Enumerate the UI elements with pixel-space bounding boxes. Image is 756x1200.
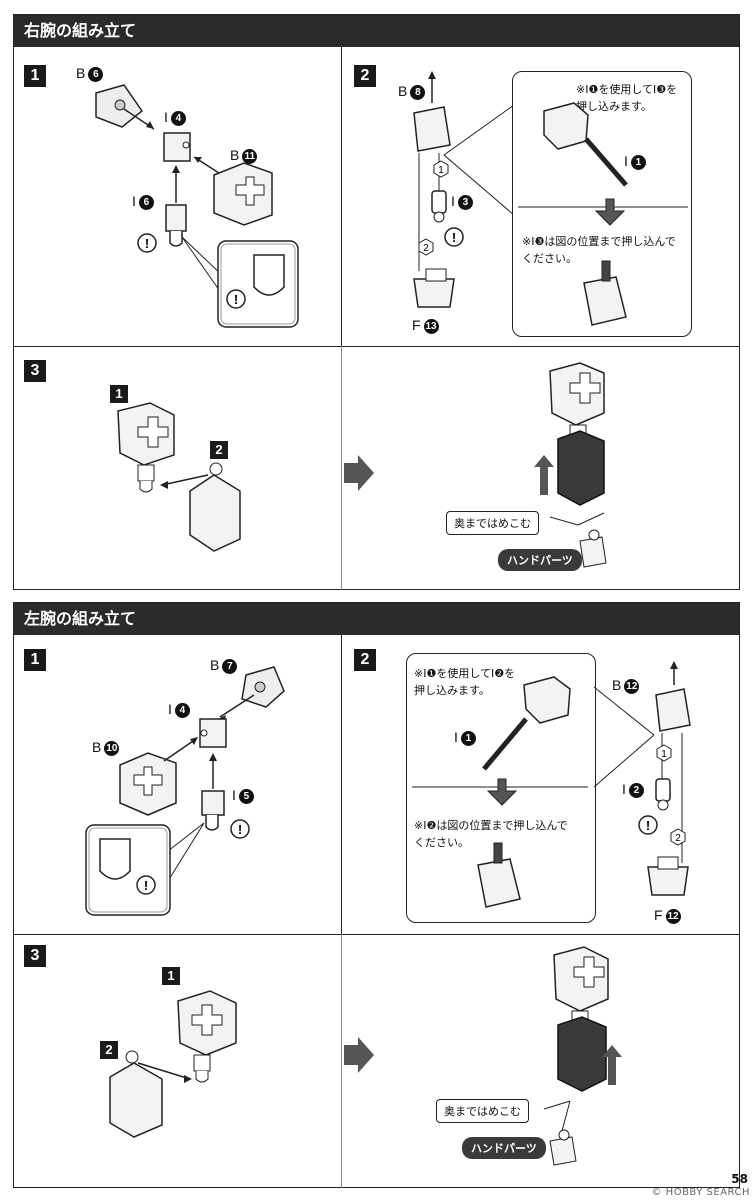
step-number: 3 (24, 360, 46, 382)
svg-text:2: 2 (423, 243, 429, 254)
divider (341, 934, 342, 1188)
part-number: 1 (110, 385, 128, 403)
instruction-note: ※I❷は図の位置まで押し込んで ください。 (414, 819, 568, 849)
hexagon-step-icon (418, 238, 434, 256)
step2-illustration: 1 ! 2 (413, 71, 515, 308)
svg-text:2: 2 (675, 833, 681, 844)
step1-illustration: ! ! (95, 84, 299, 328)
step2-illustration: 1 ! 2 (593, 661, 691, 896)
svg-text:!: ! (452, 230, 456, 245)
divider (341, 47, 342, 346)
step-number: 3 (24, 945, 46, 967)
divider (341, 635, 342, 934)
callout-box (512, 71, 692, 337)
watermark: © HOBBY SEARCH (651, 1187, 750, 1198)
page-number: 58 (731, 1172, 748, 1186)
svg-text:!: ! (234, 292, 238, 307)
section-title: 左腕の組み立て (14, 603, 739, 635)
arrow-up-icon (602, 1045, 622, 1085)
hand-parts-label: ハンドパーツ (462, 1137, 546, 1159)
arrow-up-icon (534, 455, 554, 495)
divider (14, 346, 739, 347)
hand-parts-label: ハンドパーツ (498, 549, 582, 571)
part-number: 2 (100, 1041, 118, 1059)
step-number: 2 (354, 649, 376, 671)
step3-illustration (117, 362, 607, 568)
svg-text:1: 1 (438, 165, 444, 176)
hexagon-step-icon (433, 160, 449, 178)
step3-illustration (109, 946, 622, 1166)
section-title: 右腕の組み立て (14, 15, 739, 47)
push-note: 奥まではめこむ (446, 511, 539, 535)
divider (14, 934, 739, 935)
svg-text:1: 1 (661, 749, 667, 760)
instruction-note: ※I❶を使用してI❷を 押し込みます。 (414, 667, 516, 697)
arrow-right-icon (344, 455, 374, 491)
result-illustration (583, 260, 627, 326)
part-number: 2 (210, 441, 228, 459)
result-illustration (477, 842, 521, 908)
step-number: 2 (354, 65, 376, 87)
svg-text:!: ! (646, 818, 650, 833)
tool-illustration (412, 676, 588, 806)
instruction-note: ※I❸は図の位置まで押し込んで ください。 (522, 235, 676, 265)
svg-text:!: ! (238, 822, 242, 837)
step1-illustration: ! ! (85, 666, 285, 916)
divider (341, 346, 342, 590)
part-number: 1 (162, 967, 180, 985)
svg-text:!: ! (145, 236, 149, 251)
push-note: 奥まではめこむ (436, 1099, 529, 1123)
tool-illustration (518, 102, 688, 226)
step-number: 1 (24, 649, 46, 671)
instruction-note: ※I❶を使用してI❸を 押し込みます。 (576, 83, 678, 113)
warning-icon (137, 233, 157, 253)
step-number: 1 (24, 65, 46, 87)
arrow-right-icon (344, 1037, 374, 1073)
svg-text:!: ! (144, 878, 148, 893)
